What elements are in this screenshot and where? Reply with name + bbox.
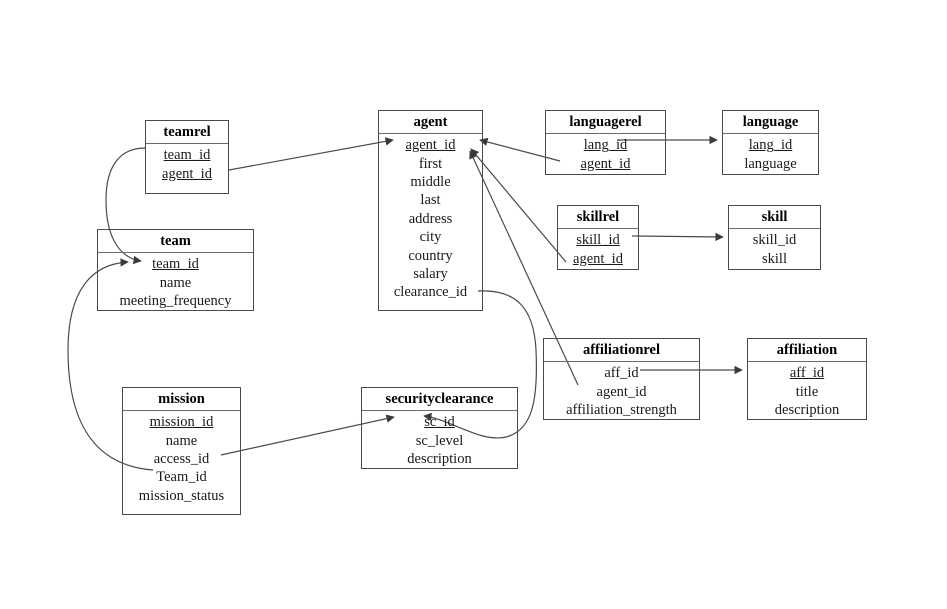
field-affiliationrel-agent_id[interactable]: agent_id <box>596 383 647 400</box>
field-mission-name[interactable]: name <box>165 432 198 449</box>
entity-title-skill: skill <box>729 206 820 230</box>
field-team-meeting_frequency[interactable]: meeting_frequency <box>119 292 232 309</box>
field-agent-last[interactable]: last <box>420 192 441 209</box>
field-mission-mission_status[interactable]: mission_status <box>138 487 225 504</box>
edge-teamrel-agentid-agent-agentid <box>228 137 394 171</box>
entity-title-languagerel: languagerel <box>546 111 665 135</box>
field-securityclearance-sc_level[interactable]: sc_level <box>415 432 464 449</box>
field-affiliation-description[interactable]: description <box>774 401 840 418</box>
field-teamrel-agent_id[interactable]: agent_id <box>162 165 212 182</box>
field-skillrel-skill_id[interactable]: skill_id <box>576 232 620 249</box>
entity-title-securityclearance: securityclearance <box>362 388 517 412</box>
field-mission-team_id[interactable]: Team_id <box>156 469 207 486</box>
field-skill-skill[interactable]: skill <box>762 250 787 267</box>
field-securityclearance-description[interactable]: description <box>407 450 472 467</box>
field-agent-salary[interactable]: salary <box>413 265 448 282</box>
field-language-lang_id[interactable]: lang_id <box>748 137 793 154</box>
field-agent-first[interactable]: first <box>418 155 443 172</box>
entity-title-skillrel: skillrel <box>558 206 638 230</box>
field-agent-address[interactable]: address <box>408 210 453 227</box>
field-skill-skill_id[interactable]: skill_id <box>752 232 797 249</box>
field-affiliation-aff_id[interactable]: aff_id <box>789 365 825 382</box>
entity-title-team: team <box>98 230 253 254</box>
field-mission-mission_id[interactable]: mission_id <box>149 414 214 431</box>
entity-title-affiliation: affiliation <box>748 339 866 363</box>
entity-title-mission: mission <box>123 388 240 412</box>
entity-title-affiliationrel: affiliationrel <box>544 339 699 363</box>
entity-title-agent: agent <box>379 111 482 135</box>
field-language-language[interactable]: language <box>744 155 797 172</box>
field-agent-country[interactable]: country <box>408 247 453 264</box>
field-affiliationrel-aff_id[interactable]: aff_id <box>604 365 639 382</box>
field-affiliationrel-affiliation_strength[interactable]: affiliation_strength <box>566 401 677 418</box>
entity-title-language: language <box>723 111 818 135</box>
field-teamrel-team_id[interactable]: team_id <box>163 147 211 164</box>
field-agent-middle[interactable]: middle <box>410 173 451 190</box>
field-securityclearance-sc_id[interactable]: sc_id <box>424 414 455 431</box>
edge-skillrel-skillid-skill-skillid <box>631 232 724 242</box>
field-agent-clearance_id[interactable]: clearance_id <box>393 284 468 301</box>
field-affiliation-title[interactable]: title <box>795 383 819 400</box>
field-team-team_id[interactable]: team_id <box>152 256 199 273</box>
field-agent-city[interactable]: city <box>419 229 442 246</box>
field-agent-agent_id[interactable]: agent_id <box>405 137 456 154</box>
field-languagerel-agent_id[interactable]: agent_id <box>580 155 631 172</box>
entity-title-teamrel: teamrel <box>146 121 228 145</box>
field-skillrel-agent_id[interactable]: agent_id <box>573 250 623 267</box>
field-team-name[interactable]: name <box>159 274 192 291</box>
field-languagerel-lang_id[interactable]: lang_id <box>583 137 628 154</box>
field-mission-access_id[interactable]: access_id <box>153 450 210 467</box>
